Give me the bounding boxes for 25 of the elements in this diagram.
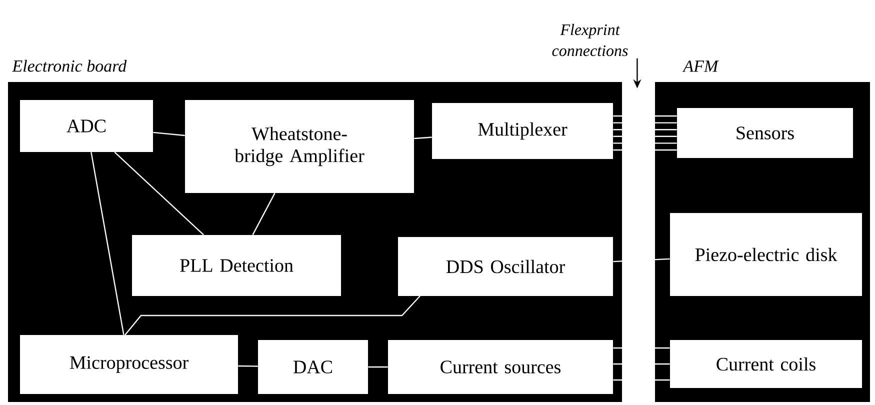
connector [90,152,124,335]
block-box: ADC [20,100,153,152]
connector [124,296,420,336]
block-box: Microprocessor [20,335,238,394]
block-box: Current coils [670,340,862,388]
connector [153,132,185,136]
node-label: AFM [682,60,719,72]
connector [612,347,670,381]
caption-text: Flexprint connections [552,24,628,56]
block-box: DAC [258,340,368,394]
block-box: Wheatstone- bridge Amplifier [185,100,414,193]
block-box: Current sources [388,340,613,394]
block-box: PLL Detection [132,235,341,296]
block-box: Multiplexer [432,103,613,159]
connector [612,115,678,151]
node-label: Electronic board [12,60,127,72]
connector [238,365,258,367]
connector [414,136,432,140]
block-box: Piezo-electric disk [670,213,862,296]
connector [114,152,204,236]
connector [368,366,388,368]
block-box: DDS Oscillator [398,237,613,296]
block-box: Sensors [677,108,853,158]
connector [613,258,670,262]
connector [252,192,276,236]
